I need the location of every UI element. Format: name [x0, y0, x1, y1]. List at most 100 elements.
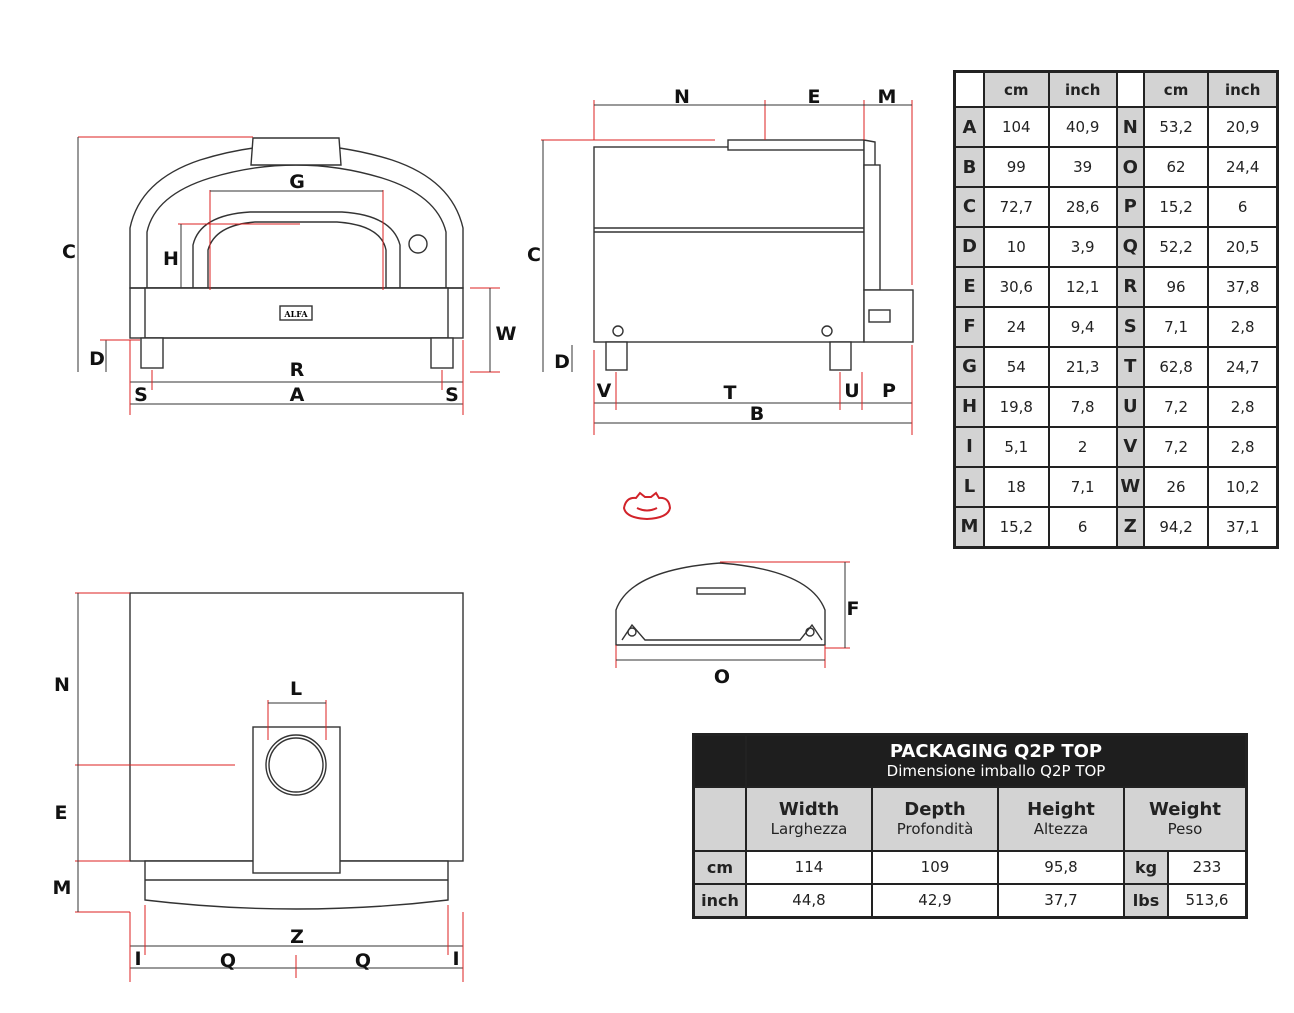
col-weight-it: Peso — [1167, 820, 1203, 838]
dimension-key: W — [1115, 465, 1145, 508]
side-view: N E M C D V T U P B — [527, 86, 914, 435]
height-value: 95,8 — [997, 849, 1125, 885]
width-value: 44,8 — [745, 882, 873, 919]
weight-value: 233 — [1167, 849, 1248, 885]
cm-value: 26 — [1142, 465, 1210, 508]
table-row: cm 114 109 95,8 kg 233 — [692, 849, 1248, 885]
col-depth-it: Profondità — [896, 820, 974, 838]
dim-label-i: I — [452, 948, 459, 970]
cm-value: 99 — [983, 146, 1050, 189]
dim-label-m: M — [53, 877, 72, 899]
inch-value: 28,6 — [1047, 186, 1118, 228]
dim-label-u: U — [844, 380, 859, 402]
dim-label-o: O — [714, 666, 730, 688]
col-height: Height — [1027, 799, 1095, 820]
col-height-it: Altezza — [1033, 820, 1089, 838]
dim-label-p: P — [882, 380, 896, 402]
cm-value: 94,2 — [1142, 505, 1210, 549]
dimension-key: E — [953, 265, 985, 308]
dim-label-a: A — [290, 384, 305, 406]
brand-plate: ALFA — [283, 309, 308, 319]
dim-label-z: Z — [290, 926, 304, 948]
dim-label-c: C — [62, 241, 76, 263]
inch-value: 6 — [1047, 505, 1118, 549]
inch-value: 10,2 — [1207, 465, 1279, 508]
door-view: F O — [615, 561, 860, 688]
dimension-key: Q — [1115, 225, 1145, 268]
inch-value: 21,3 — [1047, 345, 1118, 388]
inch-value: 6 — [1207, 186, 1279, 228]
cm-value: 72,7 — [983, 186, 1050, 228]
dimension-key: D — [953, 225, 985, 268]
height-value: 37,7 — [997, 882, 1125, 919]
cm-value: 18 — [983, 465, 1050, 508]
dimension-key: P — [1115, 186, 1145, 228]
inch-value: 39 — [1047, 146, 1118, 189]
dimension-key: C — [953, 186, 985, 228]
cm-value: 19,8 — [983, 385, 1050, 428]
unit-label: cm — [692, 849, 747, 885]
dimension-key: S — [1115, 305, 1145, 348]
col-weight: Weight — [1149, 799, 1221, 820]
dimension-key: M — [953, 505, 985, 549]
dimension-key: L — [953, 465, 985, 508]
header-inch: inch — [1047, 70, 1118, 109]
dimension-key: T — [1115, 345, 1145, 388]
width-value: 114 — [745, 849, 873, 885]
front-view: ALFA C G H D R A S S W — [62, 136, 517, 415]
dimension-key: Z — [1115, 505, 1145, 549]
dimension-key: G — [953, 345, 985, 388]
dim-label-h: H — [163, 248, 179, 270]
dim-label-q: Q — [355, 950, 371, 972]
weight-value: 513,6 — [1167, 882, 1248, 919]
inch-value: 7,1 — [1047, 465, 1118, 508]
packaging-subtitle: Dimensione imballo Q2P TOP — [886, 762, 1106, 781]
depth-value: 109 — [871, 849, 999, 885]
inch-value: 7,8 — [1047, 385, 1118, 428]
brand-logo — [622, 491, 672, 521]
dim-label-v: V — [597, 380, 612, 402]
inch-value: 12,1 — [1047, 265, 1118, 308]
cm-value: 52,2 — [1142, 225, 1210, 268]
cm-value: 30,6 — [983, 265, 1050, 308]
dim-label-r: R — [290, 359, 305, 381]
dimension-key: R — [1115, 265, 1145, 308]
dimension-key: F — [953, 305, 985, 348]
dim-label-i: I — [134, 948, 141, 970]
header-cm: cm — [1142, 70, 1210, 109]
top-view: N E M L Z Q Q I I — [53, 592, 464, 982]
col-width: Width — [778, 799, 840, 820]
inch-value: 37,8 — [1207, 265, 1279, 308]
inch-value: 20,5 — [1207, 225, 1279, 268]
inch-value: 2 — [1047, 425, 1118, 468]
dim-label-g: G — [289, 171, 305, 193]
weight-unit: kg — [1123, 849, 1169, 885]
cm-value: 54 — [983, 345, 1050, 388]
dim-label-w: W — [496, 323, 517, 345]
dim-label-e: E — [55, 802, 68, 824]
packaging-table: PACKAGING Q2P TOP Dimensione imballo Q2P… — [692, 733, 1248, 919]
table-row: inch 44,8 42,9 37,7 lbs 513,6 — [692, 882, 1248, 919]
dim-label-f: F — [847, 598, 860, 620]
dim-label-d: D — [89, 348, 105, 370]
cm-value: 7,1 — [1142, 305, 1210, 348]
col-width-it: Larghezza — [770, 820, 848, 838]
dimension-key: N — [1115, 106, 1145, 149]
dim-label-n: N — [674, 86, 690, 108]
cm-value: 104 — [983, 106, 1050, 149]
dimension-key: I — [953, 425, 985, 468]
dimension-key: V — [1115, 425, 1145, 468]
header-inch: inch — [1207, 70, 1279, 109]
cm-value: 7,2 — [1142, 385, 1210, 428]
inch-value: 3,9 — [1047, 225, 1118, 268]
weight-unit: lbs — [1123, 882, 1169, 919]
